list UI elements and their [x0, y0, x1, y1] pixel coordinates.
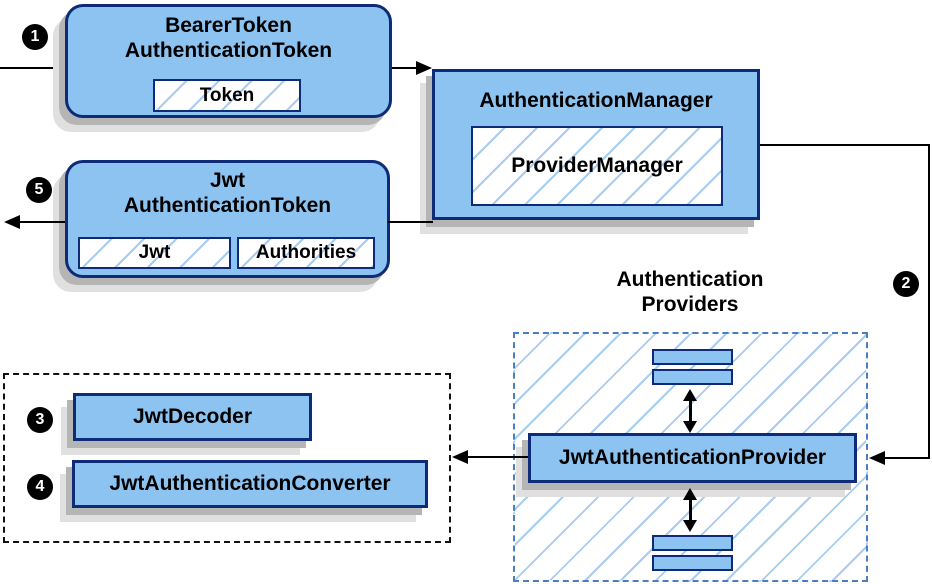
- arrowhead-up-icon: [683, 389, 697, 401]
- authentication-manager-title: AuthenticationManager: [479, 89, 713, 112]
- connector-line-into-provider: [883, 457, 930, 459]
- jwt-token-title-line1: Jwt: [209, 169, 245, 192]
- step-5-number: 5: [34, 181, 44, 198]
- connector-line-bearer-to-manager: [392, 67, 418, 69]
- jwt-authentication-provider-node: JwtAuthenticationProvider: [528, 433, 857, 483]
- double-arrow-shaft: [688, 500, 692, 520]
- token-chip: Token: [153, 79, 301, 112]
- jwt-token-title-line2: AuthenticationToken: [123, 194, 332, 217]
- step-4-badge: 4: [27, 474, 53, 500]
- bearer-token-title-line1: BearerToken: [165, 14, 292, 37]
- provider-placeholder-rect: [652, 349, 733, 365]
- connector-line-manager-down: [928, 144, 930, 459]
- authentication-manager-node: AuthenticationManager ProviderManager: [432, 69, 760, 220]
- double-arrow-icon: [683, 488, 697, 532]
- jwt-authentication-token-node: Jwt AuthenticationToken Jwt Authorities: [65, 160, 390, 278]
- provider-placeholder-rect: [652, 369, 733, 385]
- arrowhead-down-icon: [683, 520, 697, 532]
- arrowhead-left-icon: [869, 451, 885, 465]
- arrowhead-right-icon: [416, 61, 432, 75]
- arrowhead-left-out-icon: [4, 215, 20, 229]
- step-2-number: 2: [901, 275, 911, 292]
- jwt-authentication-converter-node: JwtAuthenticationConverter: [72, 460, 428, 508]
- double-arrow-shaft: [688, 401, 692, 421]
- step-2-badge: 2: [893, 271, 919, 297]
- jwt-decoder-node: JwtDecoder: [73, 393, 312, 441]
- step-3-badge: 3: [27, 407, 53, 433]
- bearer-token-title-line2: AuthenticationToken: [124, 39, 333, 62]
- arrowhead-left-decoders-icon: [452, 450, 468, 464]
- jwt-chip: Jwt: [78, 237, 231, 269]
- step-1-badge: 1: [22, 24, 48, 50]
- jwt-authentication-converter-title: JwtAuthenticationConverter: [109, 472, 391, 495]
- bearer-token-authentication-token-node: BearerToken AuthenticationToken Token: [65, 4, 392, 118]
- authorities-chip: Authorities: [237, 237, 375, 269]
- connector-line-manager-to-jwt-token: [388, 221, 433, 223]
- authentication-providers-title: Authentication Providers: [555, 267, 825, 317]
- arrowhead-up-icon: [683, 488, 697, 500]
- step-1-number: 1: [30, 28, 40, 45]
- connector-line-jwt-token-out: [16, 221, 65, 223]
- step-3-number: 3: [35, 411, 45, 428]
- connector-line-incoming: [0, 67, 66, 69]
- step-4-number: 4: [35, 478, 45, 495]
- provider-manager-chip: ProviderManager: [471, 126, 723, 206]
- connector-line-manager-right: [760, 144, 930, 146]
- providers-title-line2: Providers: [641, 293, 739, 316]
- providers-title-line1: Authentication: [616, 268, 764, 291]
- step-5-badge: 5: [26, 177, 52, 203]
- jwt-authentication-provider-title: JwtAuthenticationProvider: [558, 446, 827, 469]
- provider-placeholder-rect: [652, 535, 733, 551]
- decoder-converter-group: [3, 373, 451, 543]
- connector-line-provider-to-decoders: [466, 456, 528, 458]
- provider-placeholder-rect: [652, 555, 733, 571]
- double-arrow-icon: [683, 389, 697, 433]
- arrowhead-down-icon: [683, 421, 697, 433]
- jwt-decoder-title: JwtDecoder: [132, 405, 253, 428]
